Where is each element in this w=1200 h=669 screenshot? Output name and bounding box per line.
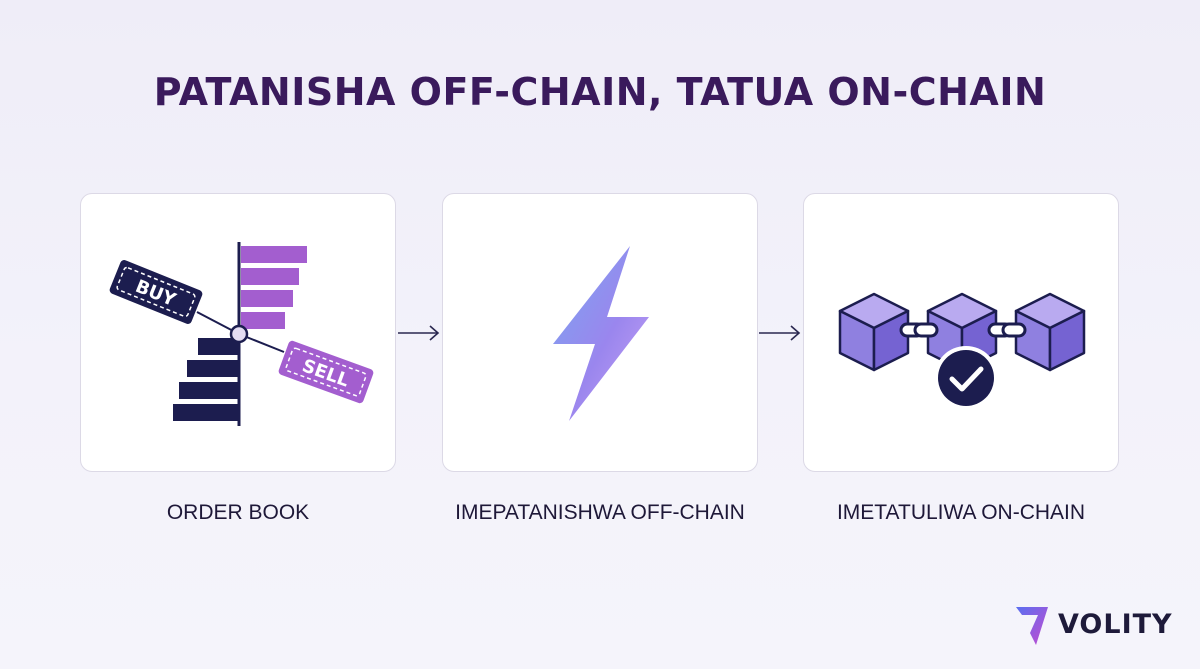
brand-name: VOLITY bbox=[1058, 609, 1173, 640]
check-badge-icon bbox=[934, 346, 998, 410]
arrow-right-icon bbox=[759, 325, 801, 341]
chain-link-icon bbox=[899, 322, 1027, 338]
blockchain-check-icon bbox=[838, 292, 1086, 410]
block-cube-icon bbox=[1014, 292, 1086, 372]
arrow-right-icon bbox=[398, 325, 440, 341]
step-label-order-book: ORDER BOOK bbox=[166, 501, 310, 524]
volity-logo-icon bbox=[1016, 607, 1048, 645]
brand-logo: VOLITY bbox=[1014, 603, 1184, 647]
order-book-card: BUY SELL bbox=[80, 193, 396, 472]
settled-onchain-card bbox=[803, 193, 1119, 472]
block-cube-icon bbox=[838, 292, 910, 372]
step-label-matched-offchain: IMEPATANISHWA OFF-CHAIN bbox=[455, 501, 745, 524]
step-label-settled-onchain: IMETATULIWA ON-CHAIN bbox=[836, 501, 1086, 524]
matched-offchain-card bbox=[442, 193, 758, 472]
buy-tag: BUY bbox=[109, 260, 203, 324]
order-book-icon: BUY SELL bbox=[109, 242, 374, 426]
sell-tag: SELL bbox=[278, 340, 374, 404]
lightning-icon bbox=[553, 246, 649, 421]
page-title: PATANISHA OFF-CHAIN, TATUA ON-CHAIN bbox=[153, 70, 1047, 114]
